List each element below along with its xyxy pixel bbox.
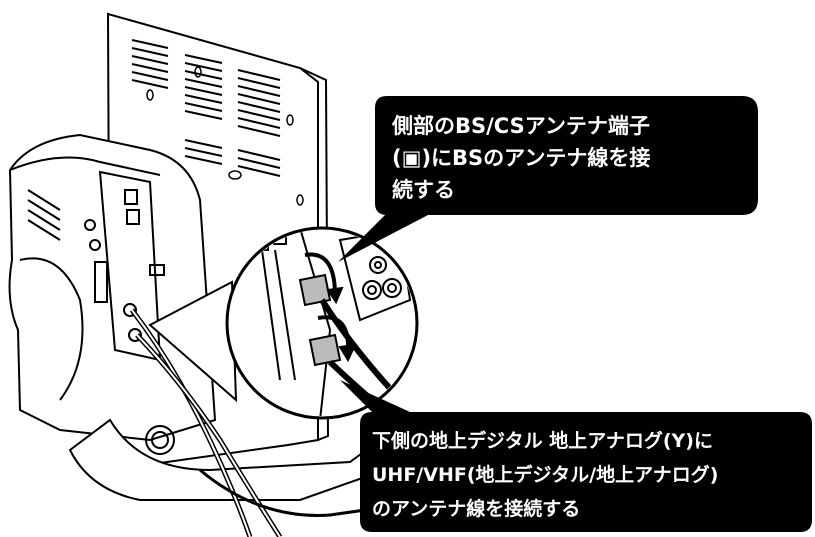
- pc-unit-side-vents: [27, 189, 61, 241]
- port-antenna-bs: [123, 303, 137, 317]
- callout-top-line-3: 続する: [392, 178, 455, 202]
- port-usb-2: [126, 209, 140, 225]
- callout-bottom-line-2: UHF/VHF(地上デジタル/地上アナログ): [372, 464, 719, 486]
- callout-top-line-2: (▣)にBSのアンテナ線を接: [392, 146, 651, 170]
- vent-grille-middle: [184, 54, 223, 120]
- callout-bottom-line-3: のアンテナ線を接続する: [372, 498, 581, 520]
- port-usb-1: [124, 189, 138, 205]
- callout-bottom-bubble: [340, 380, 812, 532]
- vent-grille-right: [237, 69, 281, 137]
- connect-arrow-1: [304, 252, 337, 296]
- callout-top-text: 側部のBS/CSアンテナ端子 (▣)にBSのアンテナ線を接 続する: [392, 110, 650, 206]
- pc-unit-top: [9, 156, 161, 176]
- pc-unit-front-curve: [19, 257, 84, 401]
- stand-hole: [145, 425, 175, 455]
- callout-top-bubble: [338, 96, 758, 262]
- callout-top-line-1: 側部のBS/CSアンテナ端子: [392, 114, 650, 138]
- port-lan: [149, 264, 165, 276]
- port-dvi: [94, 261, 108, 303]
- bs-antenna-cable-inner: [131, 309, 251, 537]
- ground-cable: [199, 468, 401, 517]
- vent-grille-left: [131, 39, 169, 89]
- vent-grille-lower: [184, 139, 281, 177]
- port-antenna-terrestrial: [128, 328, 142, 342]
- callout-bottom-line-1: 下側の地上デジタル 地上アナログ(Y)に: [372, 430, 713, 452]
- port-audio-2: [89, 239, 101, 251]
- callout-bottom-text: 下側の地上デジタル 地上アナログ(Y)に UHF/VHF(地上デジタル/地上アナ…: [372, 424, 718, 526]
- port-audio-1: [84, 219, 96, 231]
